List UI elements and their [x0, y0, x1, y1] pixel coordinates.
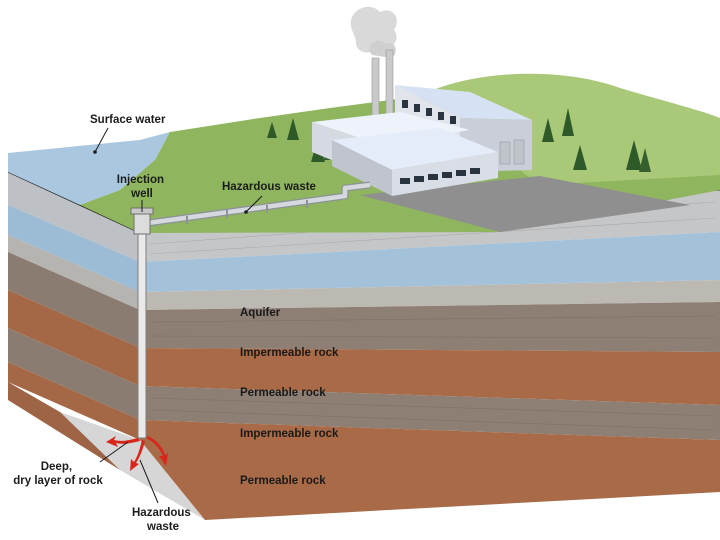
- building-front-roof: [332, 128, 498, 170]
- label-deep-dry-layer-line-2: dry layer of rock: [13, 475, 103, 487]
- label-deep-dry-layer-line-1: Deep,: [41, 461, 72, 473]
- surface-water: [8, 132, 170, 205]
- label-injection-well-line-1: Injection: [117, 174, 164, 186]
- parking-lot: [360, 176, 690, 232]
- waste-arrow-icon: [106, 436, 140, 447]
- label-permeable-rock-2: Permeable rock: [240, 475, 326, 487]
- label-hazardous-waste-bottom: Hazardous waste: [132, 507, 194, 533]
- left-dry-layer-shadow: [8, 382, 120, 470]
- building-low-roof: [312, 112, 470, 145]
- tree-icon: [267, 122, 277, 138]
- labels: Surface water Injection well Hazardous w…: [13, 114, 339, 533]
- waste-arrow-icon: [130, 440, 145, 471]
- front-face: [7, 171, 720, 520]
- left-layer-gravel-top: [8, 172, 140, 262]
- left-layer-permeable-1: [8, 290, 140, 386]
- tree-icon: [639, 148, 651, 172]
- front-layer-impermeable-1: [140, 302, 720, 352]
- garage-door: [513, 139, 525, 165]
- label-deep-dry-layer: Deep, dry layer of rock: [13, 461, 103, 487]
- waste-arrow-icon: [146, 436, 168, 466]
- label-hazardous-waste-pipe: Hazardous waste: [222, 181, 316, 193]
- factory: [312, 85, 532, 196]
- label-permeable-rock-1: Permeable rock: [240, 387, 326, 399]
- garage-door: [499, 141, 511, 165]
- left-face: [8, 172, 205, 520]
- left-layer-permeable-2: [8, 362, 140, 440]
- front-layer-impermeable-2: [140, 386, 720, 440]
- smoke-cloud: [350, 6, 397, 53]
- tree-icon: [542, 118, 554, 142]
- smokestack: [371, 57, 380, 121]
- tree-icon: [626, 140, 642, 170]
- front-layer-aquifer: [140, 232, 720, 292]
- tree-icon: [573, 145, 587, 170]
- tree-icon: [287, 118, 299, 140]
- left-layer-impermeable-2: [8, 328, 140, 420]
- left-layer-gravel: [8, 235, 140, 310]
- label-impermeable-rock-2: Impermeable rock: [240, 428, 339, 440]
- injection-well: [130, 207, 154, 439]
- tree-icon: [562, 108, 574, 136]
- label-injection-well: Injection well: [117, 174, 167, 200]
- building-back-roof: [395, 85, 532, 120]
- left-layer-aquifer: [8, 205, 140, 292]
- label-hazardous-waste-bottom-line-2: waste: [146, 521, 179, 533]
- front-layer-gravel: [140, 280, 720, 310]
- left-layer-impermeable-1: [8, 252, 140, 348]
- smokestack: [385, 49, 394, 121]
- building-front-face: [332, 140, 392, 196]
- label-impermeable-rock-1: Impermeable rock: [240, 347, 339, 359]
- waste-arrows: [106, 436, 168, 471]
- smokestacks: [350, 6, 397, 121]
- label-hazardous-waste-bottom-line-1: Hazardous: [132, 507, 191, 519]
- well-head: [133, 211, 151, 235]
- label-injection-well-line-2: well: [130, 188, 153, 200]
- front-layer-permeable-2: [140, 420, 720, 520]
- well-casing: [137, 227, 147, 439]
- leader-lines: [93, 127, 263, 504]
- waste-pipe: [147, 181, 371, 227]
- label-aquifer: Aquifer: [240, 307, 281, 319]
- label-surface-water: Surface water: [90, 114, 166, 126]
